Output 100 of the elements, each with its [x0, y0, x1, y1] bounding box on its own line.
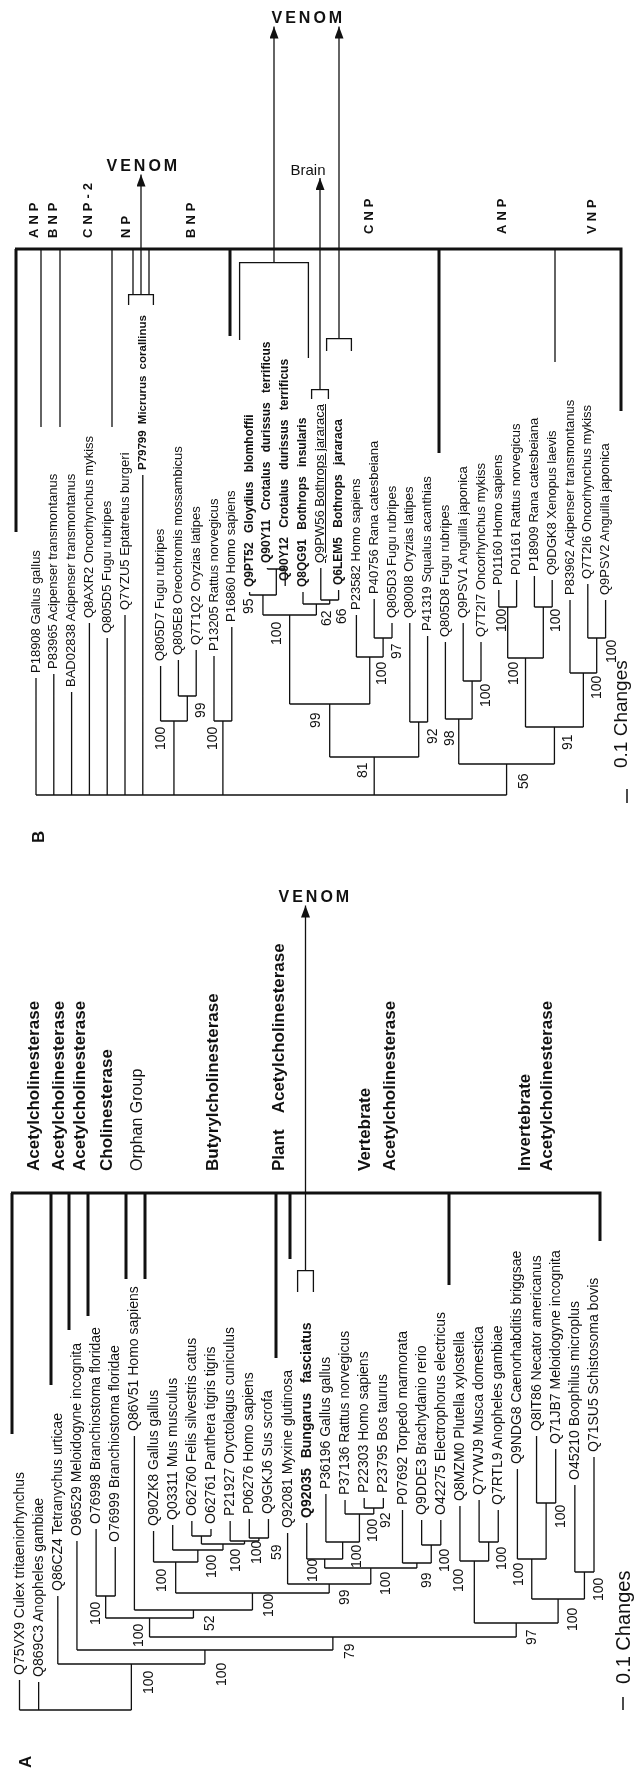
leaf-label: Q7YWJ9 Musca domestica: [470, 1326, 487, 1495]
leaf-label: Q9PT52 Gloydius blomhoffii: [242, 414, 257, 587]
group-label: BNP: [183, 198, 199, 238]
arrow: [301, 904, 310, 1271]
bootstrap-value: 100: [493, 608, 510, 632]
leaf-label: Q805D7 Fugu rubripes: [153, 528, 169, 661]
bootstrap-value: 99: [418, 1572, 435, 1588]
bootstrap-value: 100: [373, 661, 390, 685]
bootstrap-value: 92: [377, 1512, 394, 1528]
leaf-label: Q90Y11 Crotalus durissus terrificus: [260, 341, 275, 563]
leaf-label: P79799 Micrurus corallinus: [136, 315, 150, 470]
bootstrap-value: 66: [333, 608, 350, 624]
bootstrap-value: 100: [377, 1571, 394, 1595]
arrow: [136, 173, 146, 295]
arrow: [315, 177, 325, 390]
leaf-label: O62760 Felis silvestris catus: [182, 1337, 199, 1516]
leaf-label: P37136 Rattus norvegicus: [336, 1330, 353, 1495]
leaf-label: Q7YZU5 Eptatretus burgeri: [117, 452, 133, 610]
target-label: Brain: [290, 161, 326, 178]
target-label: VENOM: [268, 9, 346, 27]
leaf-label: Q9DGK8 Xenopus laevis: [544, 430, 560, 575]
bootstrap-value: 100: [588, 675, 605, 699]
leaf-label: P01160 Homo sapiens: [491, 454, 507, 585]
bootstrap-value: 100: [510, 1562, 527, 1586]
leaf-label: P23582 Homo sapiens: [348, 478, 364, 610]
bootstrap-value: 91: [559, 734, 576, 750]
bootstrap-value: 100: [213, 1662, 230, 1686]
leaf-label: Q9PSV2 Anguilla japonica: [598, 443, 614, 595]
bootstrap-value: 100: [304, 1558, 321, 1582]
bootstrap-value: 100: [450, 1568, 467, 1592]
leaf-label: Q9PSV1 Anguilla japonica: [455, 466, 471, 618]
bootstrap-value: 97: [388, 643, 405, 659]
leaf-label: Q805D8 Fugu rubripes: [437, 504, 453, 637]
leaf-label: Q86CZ4 Tetranychus urticae: [48, 1413, 65, 1591]
leaf-label: Q800I8 Oryzias latipes: [402, 486, 418, 618]
arrow: [334, 25, 344, 339]
leaf-label: O76999 Branchiostoma floridae: [106, 1345, 123, 1542]
group-label: NP: [118, 211, 134, 238]
bootstrap-value: 79: [341, 1643, 358, 1659]
leaf-label: P23795 Bos taurus: [374, 1373, 391, 1493]
bootstrap-value: 98: [441, 730, 458, 746]
bootstrap-value: 100: [248, 1540, 265, 1564]
group-label: Cholinesterase: [97, 1049, 117, 1171]
group-label: ANP: [26, 198, 42, 238]
group-label: Vertebrate Acetylcholinesterase: [354, 1000, 400, 1171]
scale-label: 0.1 Changes: [611, 1570, 635, 1684]
group-label: Acetylcholinesterase: [70, 1000, 90, 1171]
target-label: VENOM: [275, 888, 353, 906]
leaf-label: Q9NDG8 Caenorhabditis briggsae: [508, 1250, 525, 1464]
leaf-label: Q03311 Mus musculus: [163, 1377, 180, 1520]
leaf-label: BAD02838 Acipenser transmontanus: [64, 473, 80, 687]
bootstrap-value: 100: [493, 1546, 510, 1570]
leaf-label: Q6LEM5 Bothrops jararaca: [331, 418, 346, 585]
bootstrap-value: 100: [203, 1554, 220, 1578]
bootstrap-value: 100: [547, 608, 564, 632]
leaf-label: Q9DDE3 Brachydanio rerio: [412, 1345, 429, 1515]
group-label: Butyrylcholinesterase: [203, 993, 223, 1171]
leaf-label: Q7T2I6 Oncorhynchus mykiss: [580, 404, 596, 579]
group-label: Acetylcholinesterase: [24, 1000, 44, 1171]
leaf-label: P18908 Gallus gallus: [28, 550, 44, 673]
bracket: [128, 294, 154, 305]
bootstrap-value: 100: [153, 1568, 170, 1592]
bootstrap-value: 100: [364, 1518, 380, 1542]
group-label: Plant Acetylcholinesterase: [269, 943, 289, 1171]
leaf-label: P40756 Rana catesbeiana: [366, 440, 382, 594]
leaf-label: Q92081 Myxine glutinosa: [278, 1370, 295, 1528]
bracket: [311, 389, 329, 399]
bracket: [326, 338, 352, 351]
bootstrap-value: 100: [436, 1548, 453, 1572]
leaf-label: Q7T1Q2 Oryzias latipes: [188, 506, 204, 645]
leaf-label: P83962 Acipenser transmontanus: [562, 399, 578, 595]
group-label: Invertebrate Acetylcholinesterase: [514, 1000, 557, 1171]
bootstrap-value: 99: [307, 712, 324, 728]
leaf-label: Q7RTL9 Anopheles gambiae: [489, 1325, 506, 1505]
bootstrap-value: 99: [192, 702, 209, 718]
leaf-label: Q8AXR2 Oncorhynchus mykiss: [81, 435, 97, 618]
arrow: [269, 25, 279, 263]
bootstrap-value: 100: [590, 1577, 607, 1601]
leaf-label: Q869C3 Anopheles gambiae: [29, 1497, 46, 1677]
leaf-label: O76998 Branchiostoma floridae: [87, 1327, 104, 1524]
bootstrap-value: 62: [318, 610, 335, 626]
leaf-label: P13205 Rattus norvegicus: [206, 498, 222, 651]
bootstrap-value: 95: [240, 598, 257, 614]
leaf-label: Q8MZM0 Plutella xylostella: [450, 1331, 468, 1501]
panel-letter: B: [29, 830, 49, 843]
leaf-label: Q805D3 Fugu rubripes: [384, 485, 400, 618]
bootstrap-value: 100: [552, 1504, 569, 1528]
leaf-label: P22303 Homo sapiens: [355, 1351, 372, 1493]
bootstrap-value: 100: [227, 1548, 244, 1572]
leaf-label: P18909 Rana catesbeiana: [526, 417, 542, 571]
leaf-label: Q90ZK8 Gallus gallus: [144, 1389, 161, 1526]
leaf-label: Q71JB7 Meloidogyne incognita: [546, 1250, 563, 1444]
group-label: VNP: [584, 195, 600, 234]
leaf-label: P41319 Squalus acanthias: [420, 476, 436, 631]
leaf-label: Q805D5 Fugu rubripes: [99, 500, 115, 633]
bootstrap-value: 97: [523, 1629, 540, 1645]
bootstrap-value: 100: [140, 1670, 157, 1694]
leaf-label: Q8IT86 Necator americanus: [527, 1255, 544, 1431]
leaf-label: Q9GKJ6 Sus scrofa: [259, 1390, 276, 1514]
bootstrap-value: 81: [354, 762, 371, 778]
